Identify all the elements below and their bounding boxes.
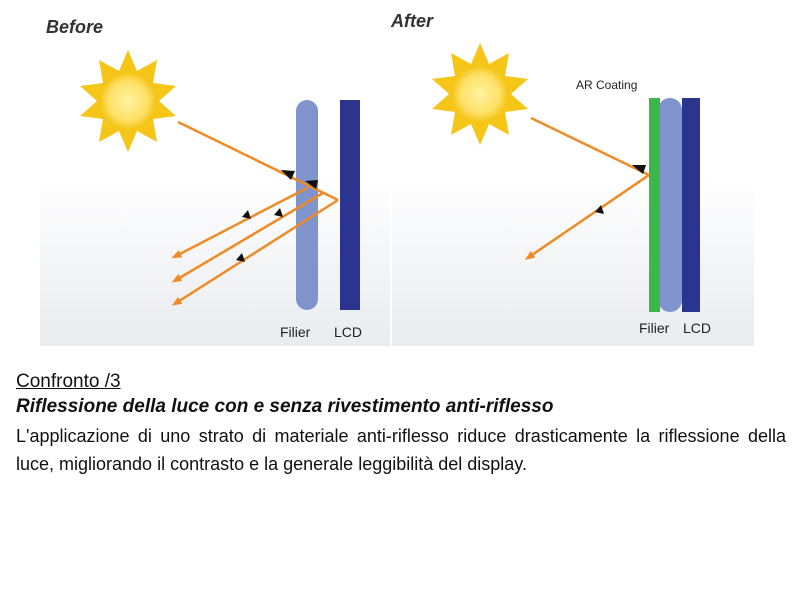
after-filter-label: Filier: [639, 320, 670, 336]
reflected-light-ray-2: [171, 191, 324, 283]
before-filter-label: Filier: [280, 324, 311, 340]
incident-light-ray: [530, 116, 650, 177]
reflected-light-ray-1: [171, 186, 308, 259]
sun-icon: [80, 50, 176, 152]
slide-text: Confronto /3 Riflessione della luce con …: [16, 370, 786, 478]
reflection-diagram: Before Filier LCD After: [40, 11, 754, 346]
slide-title: Confronto /3: [16, 371, 121, 392]
slide-body: L'applicazione di uno strato di material…: [16, 426, 786, 474]
comparison-figure: Before Filier LCD After: [40, 11, 754, 346]
lcd-layer: [682, 98, 700, 312]
sun-icon: [432, 43, 528, 145]
filter-layer: [658, 98, 682, 312]
lcd-layer: [340, 100, 360, 310]
ar-coating-layer: [649, 98, 660, 312]
after-title: After: [390, 11, 434, 31]
reflected-light-ray: [524, 173, 650, 260]
reflected-light-ray-3: [171, 198, 339, 306]
incident-light-ray: [177, 120, 339, 202]
ar-coating-label: AR Coating: [576, 78, 637, 92]
filter-layer: [296, 100, 318, 310]
before-lcd-label: LCD: [334, 324, 362, 340]
after-lcd-label: LCD: [683, 320, 711, 336]
slide-subtitle: Riflessione della luce con e senza rives…: [16, 396, 554, 417]
before-title: Before: [46, 17, 103, 37]
